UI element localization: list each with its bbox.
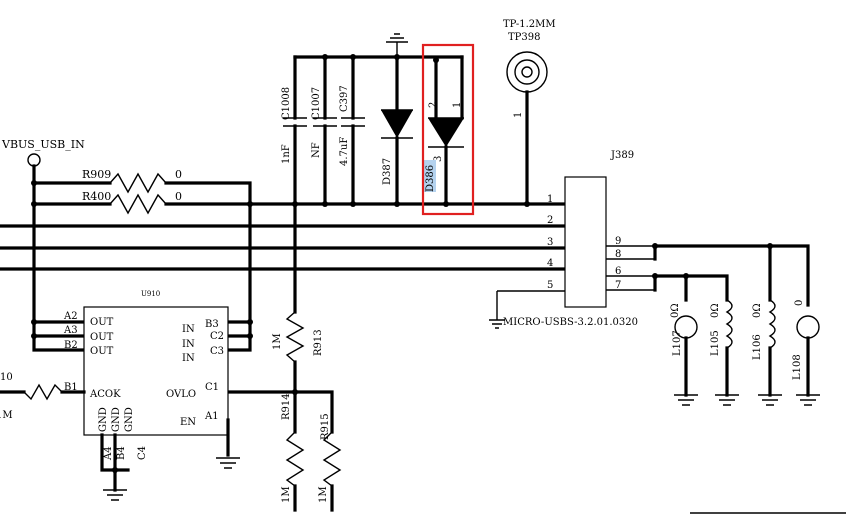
wire-data-lines (0, 224, 567, 271)
wire-out-pins (32, 320, 86, 338)
r915-resistor-icon (322, 431, 342, 487)
d387-diode-icon (381, 110, 413, 138)
j389-pin9: 9 (615, 236, 621, 247)
j389-pin8: 8 (615, 249, 621, 260)
ic-out-3: OUT (90, 346, 114, 357)
l108-value: 0 (794, 300, 805, 306)
l106-inductor-icon (768, 299, 776, 349)
ic-pin-b4: B4 (116, 446, 127, 460)
r400-value: 0 (175, 190, 182, 203)
r914-resistor-icon (285, 431, 305, 487)
r400-ref: R400 (82, 190, 111, 203)
r915-ref: R915 (320, 413, 331, 440)
r910-value: 1M (0, 410, 13, 421)
ic-pin-c4: C4 (137, 446, 148, 460)
d386-ref: D386 (425, 165, 436, 192)
r913-value: 1M (272, 333, 283, 350)
c397-ref: C397 (339, 85, 350, 112)
ic-pin-b3: B3 (205, 319, 219, 330)
c1007-value: NF (311, 142, 322, 158)
d387-ref: D387 (382, 158, 393, 185)
ground-icon-l107 (674, 394, 698, 406)
ic-pin-b2: B2 (64, 340, 78, 351)
ic-ref: U910 (141, 290, 160, 298)
d386-diode-icon (428, 118, 464, 147)
l105-value: 0Ω (710, 303, 721, 318)
ic-acok: ACOK (89, 389, 121, 400)
r915-value: 1M (318, 486, 329, 503)
testpoint-ref: TP398 (508, 32, 541, 43)
connector-ref: J389 (610, 150, 634, 161)
ic-out-1: OUT (90, 317, 114, 328)
d386-pin1: 1 (452, 102, 463, 108)
ic-en: EN (180, 417, 196, 428)
r914-value: 1M (281, 486, 292, 503)
c1007-ref: C1007 (311, 87, 322, 120)
j389-pin4: 4 (547, 258, 553, 269)
l105-ref: L105 (710, 330, 721, 356)
ic-pin-c2: C2 (210, 331, 224, 342)
ic-out-2: OUT (90, 332, 114, 343)
d386-pin2: 2 (428, 102, 439, 108)
r910-resistor-icon (23, 383, 63, 401)
d386-highlight-box (421, 43, 475, 216)
ic-gnd-1: GND (98, 407, 109, 432)
ground-icon-connector (489, 319, 505, 329)
r909-resistor-icon (109, 172, 167, 194)
vbus-net-label: VBUS_USB_IN (1, 138, 85, 151)
j389-pin2: 2 (547, 215, 553, 226)
l108-inductor-icon (796, 315, 820, 339)
l106-ref: L106 (752, 334, 763, 360)
l107-ref: L107 (672, 330, 683, 356)
l106-value: 0Ω (752, 303, 763, 318)
ic-pin-c1: C1 (205, 382, 219, 393)
ic-in-2: IN (182, 339, 195, 350)
ic-gnd-2: GND (111, 407, 122, 432)
ground-icon-l106 (758, 394, 782, 406)
l105-inductor-icon (725, 299, 733, 349)
ic-in-1: IN (182, 324, 195, 335)
ground-icon-en (216, 457, 240, 469)
r400-resistor-icon (109, 193, 167, 215)
d386-pin3: 3 (433, 156, 444, 162)
c1008-ref: C1008 (281, 87, 292, 120)
j389-pin1: 1 (547, 194, 553, 205)
ic-gnd-3: GND (124, 407, 135, 432)
ic-body (83, 306, 229, 436)
ic-pin-b1: B1 (64, 382, 78, 393)
connector-body (564, 176, 607, 308)
testpoint-pin: 1 (513, 112, 524, 118)
j389-pin5: 5 (547, 280, 553, 291)
j389-pin3: 3 (547, 237, 553, 248)
ground-icon-l108 (796, 394, 820, 406)
ground-icon-l105 (715, 394, 739, 406)
j389-pin7: 7 (615, 280, 621, 291)
testpoint-icon (506, 51, 548, 93)
ground-icon-top (386, 33, 408, 57)
r910-ref-partial: 10 (0, 372, 13, 383)
ic-in-3: IN (182, 353, 195, 364)
ic-pin-a4: A4 (103, 446, 114, 461)
ic-pin-a3: A3 (63, 325, 78, 336)
ground-icon-ic (103, 489, 127, 501)
l107-value: 0Ω (670, 303, 681, 318)
ic-pin-a1: A1 (204, 411, 219, 422)
j389-pin6: 6 (615, 266, 621, 277)
ic-pin-c3: C3 (210, 346, 224, 357)
r914-ref: R914 (281, 393, 292, 420)
l108-ref: L108 (792, 354, 803, 380)
testpoint-type: TP-1.2MM (503, 19, 556, 30)
c1008-value: 1nF (281, 144, 292, 164)
r913-ref: R913 (313, 329, 324, 356)
r909-value: 0 (175, 168, 182, 181)
ic-pin-a2: A2 (63, 311, 78, 322)
r913-resistor-icon (285, 311, 305, 363)
ic-ovlo: OVLO (166, 389, 196, 400)
vbus-terminal-icon (27, 153, 41, 167)
c397-value: 4.7uF (339, 137, 350, 166)
r909-ref: R909 (82, 168, 111, 181)
connector-part: MICRO-USBS-3.2.01.0320 (503, 317, 638, 328)
